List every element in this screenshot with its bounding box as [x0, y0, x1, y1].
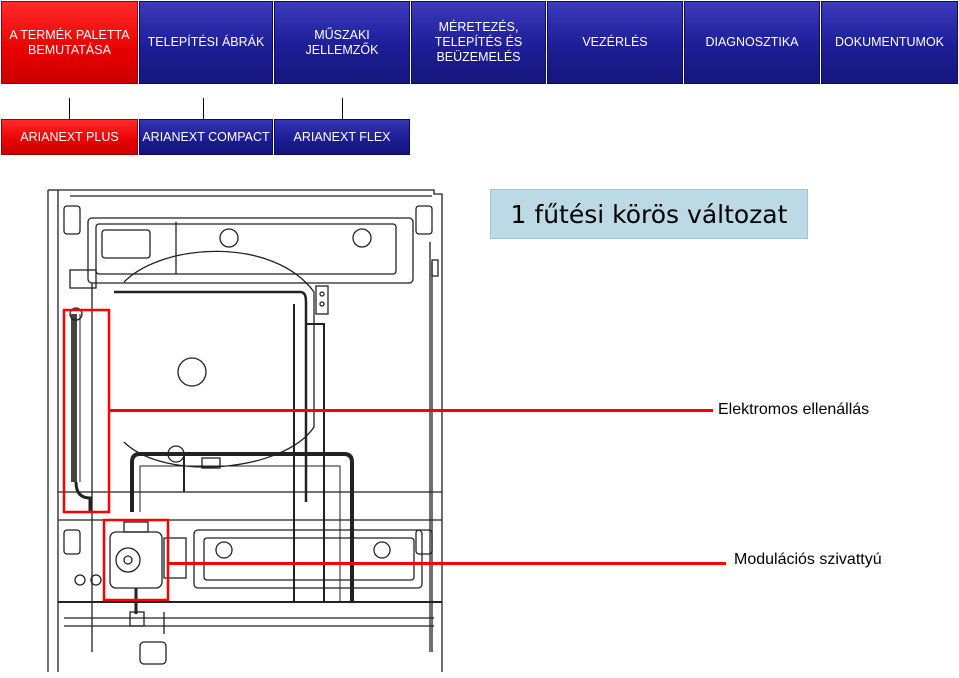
tab-arianext-flex[interactable]: ARIANEXT FLEX — [274, 119, 410, 155]
tab-arianext-compact[interactable]: ARIANEXT COMPACT — [139, 119, 273, 155]
pump-callout-label: Modulációs szivattyú — [734, 551, 882, 568]
connector-line — [342, 98, 343, 120]
nav-meretezes[interactable]: MÉRETEZÉS, TELEPÍTÉS ÉS BEÜZEMELÉS — [411, 1, 546, 84]
sub-navigation: ARIANEXT PLUS ARIANEXT COMPACT ARIANEXT … — [0, 119, 410, 155]
heater-highlight-box — [62, 308, 111, 514]
nav-muszaki-jellemzok[interactable]: MŰSZAKI JELLEMZŐK — [274, 1, 410, 84]
nav-dokumentumok[interactable]: DOKUMENTUMOK — [821, 1, 958, 84]
connector-line — [203, 98, 204, 120]
casing-outline — [58, 189, 443, 672]
boiler-technical-drawing — [47, 189, 443, 672]
top-tray — [87, 217, 414, 284]
connector-line — [69, 98, 70, 120]
top-navigation: A TERMÉK PALETTA BEMUTATÁSA TELEPÍTÉSI Á… — [0, 0, 959, 86]
nav-telepitesi-abrak[interactable]: TELEPÍTÉSI ÁBRÁK — [139, 1, 273, 84]
pump-highlight-box — [102, 518, 170, 602]
nav-diagnosztika[interactable]: DIAGNOSZTIKA — [684, 1, 820, 84]
pump-body — [109, 531, 163, 589]
pump-callout-line — [168, 562, 726, 565]
tank-outline — [123, 250, 315, 468]
tank-port-circle — [177, 357, 207, 387]
heater-callout-line — [108, 409, 713, 412]
heater-callout-label: Elektromos ellenállás — [718, 401, 870, 418]
slide-title: 1 fűtési körös változat — [490, 189, 808, 239]
nav-termek-paletta[interactable]: A TERMÉK PALETTA BEMUTATÁSA — [1, 1, 138, 84]
subnav-connectors — [0, 98, 959, 120]
tab-arianext-plus[interactable]: ARIANEXT PLUS — [1, 119, 138, 155]
nav-vezerles[interactable]: VEZÉRLÉS — [547, 1, 683, 84]
